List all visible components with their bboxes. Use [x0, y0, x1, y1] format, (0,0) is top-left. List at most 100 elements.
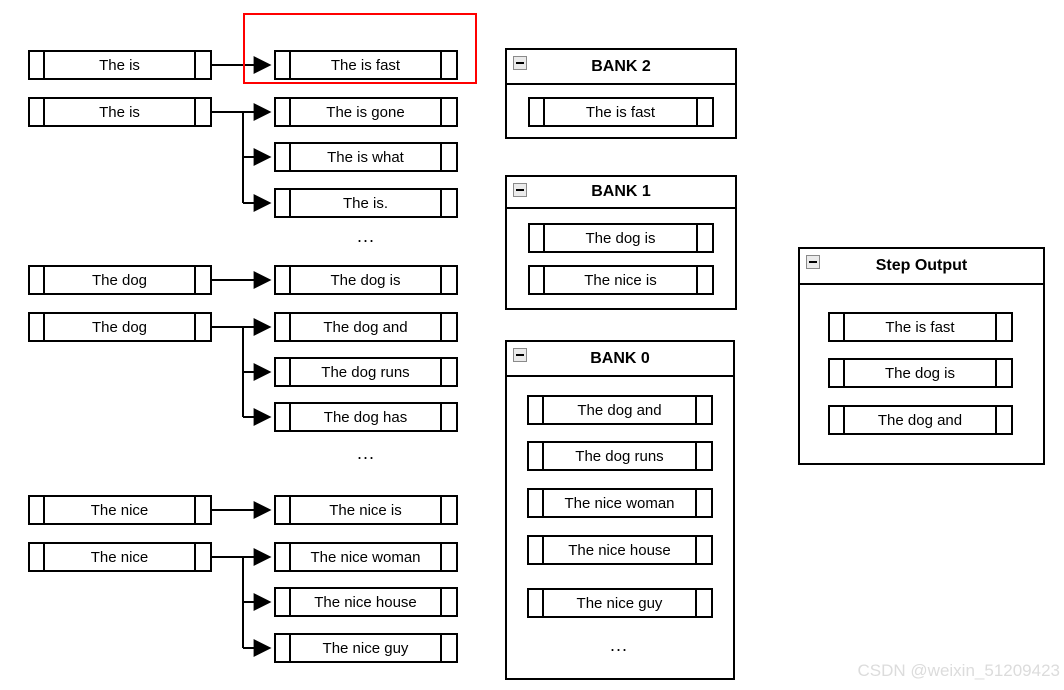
panel-bank2: BANK 2 The is fast	[505, 48, 737, 139]
ellipsis: ...	[356, 226, 375, 246]
box-right-cell	[194, 52, 210, 78]
target-box: The is what	[274, 142, 458, 172]
target-box: The dog and	[274, 312, 458, 342]
ellipsis: ...	[609, 635, 628, 655]
box-right-cell	[440, 144, 456, 170]
panel-header: BANK 1	[507, 177, 735, 209]
box-left-cell	[529, 537, 544, 563]
box-right-cell	[440, 52, 456, 78]
box-right-cell	[194, 497, 210, 523]
target-box: The nice woman	[274, 542, 458, 572]
collapse-button[interactable]	[806, 255, 820, 269]
panel-bank0: BANK 0 The dog and The dog runs The nice…	[505, 340, 735, 680]
box-left-cell	[529, 490, 544, 516]
bank-item: The nice woman	[527, 488, 713, 518]
target-box: The is.	[274, 188, 458, 218]
panel-header: BANK 0	[507, 342, 733, 377]
box-left-cell	[276, 635, 291, 661]
output-item: The dog and	[828, 405, 1013, 435]
target-box: The nice is	[274, 495, 458, 525]
box-left-cell	[530, 267, 545, 293]
source-box: The is	[28, 50, 212, 80]
source-box: The dog	[28, 312, 212, 342]
token-text: The nice guy	[322, 639, 409, 657]
box-right-cell	[440, 267, 456, 293]
target-box: The dog has	[274, 402, 458, 432]
token-text: The dog	[91, 271, 148, 289]
token-text: The nice house	[568, 541, 671, 559]
box-left-cell	[529, 590, 544, 616]
box-right-cell	[440, 99, 456, 125]
token-text: The dog and	[323, 318, 408, 336]
token-text: The nice house	[314, 593, 417, 611]
watermark-text: CSDN @weixin_51209423	[857, 661, 1060, 680]
token-text: The is gone	[326, 103, 405, 121]
target-box: The is fast	[274, 50, 458, 80]
minus-icon	[516, 189, 524, 191]
box-left-cell	[276, 497, 291, 523]
box-left-cell	[30, 267, 45, 293]
panel-title: BANK 2	[591, 57, 651, 75]
box-right-cell	[995, 407, 1011, 433]
box-left-cell	[276, 314, 291, 340]
box-right-cell	[440, 359, 456, 385]
panel-step-output: Step Output The is fast The dog is The d…	[798, 247, 1045, 465]
panel-header: Step Output	[800, 249, 1043, 285]
box-right-cell	[995, 360, 1011, 386]
source-box: The is	[28, 97, 212, 127]
token-text: The is fast	[885, 318, 955, 336]
box-left-cell	[276, 144, 291, 170]
box-right-cell	[194, 544, 210, 570]
box-left-cell	[30, 497, 45, 523]
box-right-cell	[696, 267, 712, 293]
token-text: The is	[99, 56, 140, 74]
token-text: The dog has	[323, 408, 408, 426]
collapse-button[interactable]	[513, 348, 527, 362]
box-right-cell	[440, 635, 456, 661]
token-text: The nice woman	[310, 548, 421, 566]
source-box: The nice	[28, 542, 212, 572]
box-right-cell	[695, 397, 711, 423]
token-text: The dog is	[585, 229, 656, 247]
box-left-cell	[530, 99, 545, 125]
collapse-button[interactable]	[513, 56, 527, 70]
box-right-cell	[696, 99, 712, 125]
box-right-cell	[695, 590, 711, 616]
box-left-cell	[529, 397, 544, 423]
token-text: The is.	[342, 194, 388, 212]
box-right-cell	[695, 443, 711, 469]
bank-item: The nice is	[528, 265, 714, 295]
token-text: The nice woman	[564, 494, 675, 512]
token-text: The is fast	[585, 103, 656, 121]
box-right-cell	[995, 314, 1011, 340]
panel-bank1: BANK 1 The dog is The nice is	[505, 175, 737, 310]
panel-title: BANK 0	[590, 349, 650, 367]
box-left-cell	[276, 190, 291, 216]
token-text: The dog and	[577, 401, 662, 419]
highlight-rectangle	[243, 13, 477, 84]
collapse-button[interactable]	[513, 183, 527, 197]
token-text: The is what	[327, 148, 404, 166]
box-left-cell	[276, 404, 291, 430]
output-item: The is fast	[828, 312, 1013, 342]
ellipsis: ...	[356, 443, 375, 463]
token-text: The is fast	[330, 56, 401, 74]
box-right-cell	[194, 99, 210, 125]
source-box: The nice	[28, 495, 212, 525]
box-right-cell	[440, 589, 456, 615]
minus-icon	[516, 354, 524, 356]
box-left-cell	[30, 99, 45, 125]
box-left-cell	[276, 267, 291, 293]
arrow-lines	[212, 56, 272, 657]
box-right-cell	[440, 190, 456, 216]
box-left-cell	[530, 225, 545, 251]
box-right-cell	[440, 497, 456, 523]
token-text: The dog and	[877, 411, 963, 429]
token-text: The nice is	[329, 501, 402, 519]
target-box: The nice guy	[274, 633, 458, 663]
box-left-cell	[830, 407, 845, 433]
box-left-cell	[30, 544, 45, 570]
box-right-cell	[194, 267, 210, 293]
